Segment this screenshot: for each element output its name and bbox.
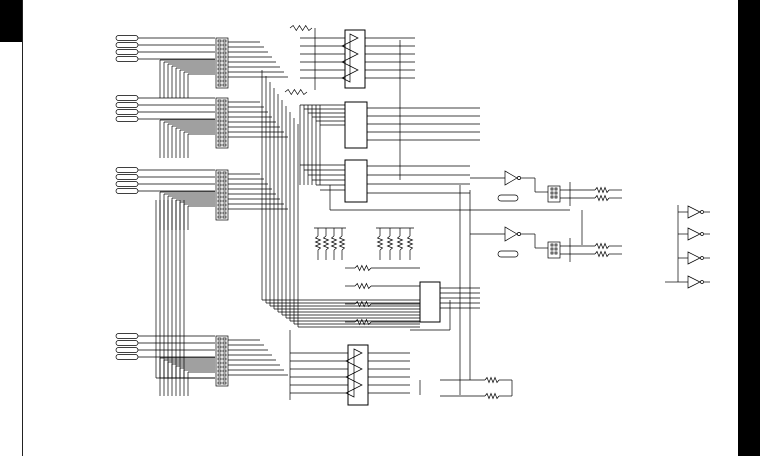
buffer-gate	[353, 348, 363, 358]
buffer-gate	[349, 49, 359, 59]
inverter	[687, 275, 701, 289]
connector-pin	[115, 95, 139, 101]
buffer-gate	[353, 364, 363, 374]
connector-pin	[115, 109, 139, 115]
inverter-bubble	[700, 280, 704, 284]
buffer-gate	[349, 33, 359, 43]
inverter-column-right	[665, 205, 710, 289]
buffer-gate	[345, 372, 355, 382]
resistor	[314, 235, 322, 251]
header-strips	[215, 37, 288, 387]
resistor	[354, 282, 372, 290]
resistor-arrays	[314, 227, 480, 331]
resistor	[386, 235, 394, 251]
resistor	[354, 318, 372, 326]
connector-group	[115, 35, 215, 62]
buffer-gate	[345, 388, 355, 398]
resistor	[594, 250, 610, 258]
resistor	[594, 194, 610, 202]
connector-pin	[115, 56, 139, 62]
connector-pin	[115, 347, 139, 353]
inverter-bubble	[517, 232, 521, 236]
inverter	[687, 251, 701, 265]
dip-switch	[547, 185, 561, 203]
inverter-stage	[678, 227, 710, 241]
connector-group	[115, 95, 215, 122]
resistor	[289, 24, 313, 32]
inverter-bubble	[517, 176, 521, 180]
resistor	[376, 235, 384, 251]
buffer-ic-bottom-gates	[345, 348, 363, 398]
inverter	[504, 170, 518, 186]
buffer-ic-bottom	[347, 344, 369, 406]
connector-pin	[115, 49, 139, 55]
inverter-stage	[678, 275, 710, 289]
connector-groups	[115, 35, 215, 360]
right-margin-bar	[738, 0, 760, 456]
buffer-ic-top	[341, 29, 366, 89]
inverter	[504, 226, 518, 242]
logic-ic-3	[419, 281, 441, 323]
dip-switch	[547, 241, 561, 259]
resistor	[484, 392, 500, 400]
resistor	[322, 235, 330, 251]
inverter	[687, 205, 701, 219]
connector-pin	[497, 194, 519, 202]
buffer-gate	[349, 65, 359, 75]
connector-pin	[115, 340, 139, 346]
connector-pin	[115, 174, 139, 180]
connector-pin	[115, 188, 139, 194]
left-corner-block	[0, 0, 22, 42]
connector-pin	[115, 354, 139, 360]
resistor	[354, 264, 372, 272]
connector-pin	[115, 181, 139, 187]
resistor	[594, 186, 610, 194]
buffer-gate	[341, 57, 351, 67]
buffer-gate	[341, 41, 351, 51]
inverter	[687, 227, 701, 241]
connector-pin	[115, 333, 139, 339]
inverter-bubble	[700, 232, 704, 236]
connector-pin	[115, 35, 139, 41]
buffer-gate	[353, 380, 363, 390]
inverter-stage	[678, 205, 710, 219]
header-strip	[215, 169, 288, 221]
header-strip	[215, 335, 288, 387]
bottom-resistors	[419, 376, 513, 400]
header-strip	[215, 97, 288, 149]
resistor	[354, 300, 372, 308]
logic-ic-1	[344, 101, 368, 149]
logic-ic-2	[344, 159, 368, 203]
header-strip	[215, 37, 288, 89]
connector-pin	[115, 42, 139, 48]
resistor	[484, 376, 500, 384]
resistor	[338, 235, 346, 251]
inverter-bubble	[700, 210, 704, 214]
resistor	[396, 235, 404, 251]
connector-group	[115, 167, 215, 194]
inverter-stage	[470, 226, 622, 262]
inverter-stage	[678, 251, 710, 265]
resistor	[330, 235, 338, 251]
resistor	[284, 88, 308, 96]
connector-pin	[115, 116, 139, 122]
bus-wires	[155, 24, 570, 400]
connector-group	[115, 333, 215, 360]
buffer-gate	[345, 356, 355, 366]
buffer-gate	[341, 73, 351, 83]
left-margin-bar	[0, 0, 23, 456]
inverter-stage	[470, 170, 622, 206]
inverter-bubble	[700, 256, 704, 260]
connector-pin	[115, 102, 139, 108]
resistor	[594, 242, 610, 250]
connector-pin	[115, 167, 139, 173]
inverter-dip-section	[459, 170, 622, 395]
connector-pin	[497, 250, 519, 258]
resistor	[406, 235, 414, 251]
